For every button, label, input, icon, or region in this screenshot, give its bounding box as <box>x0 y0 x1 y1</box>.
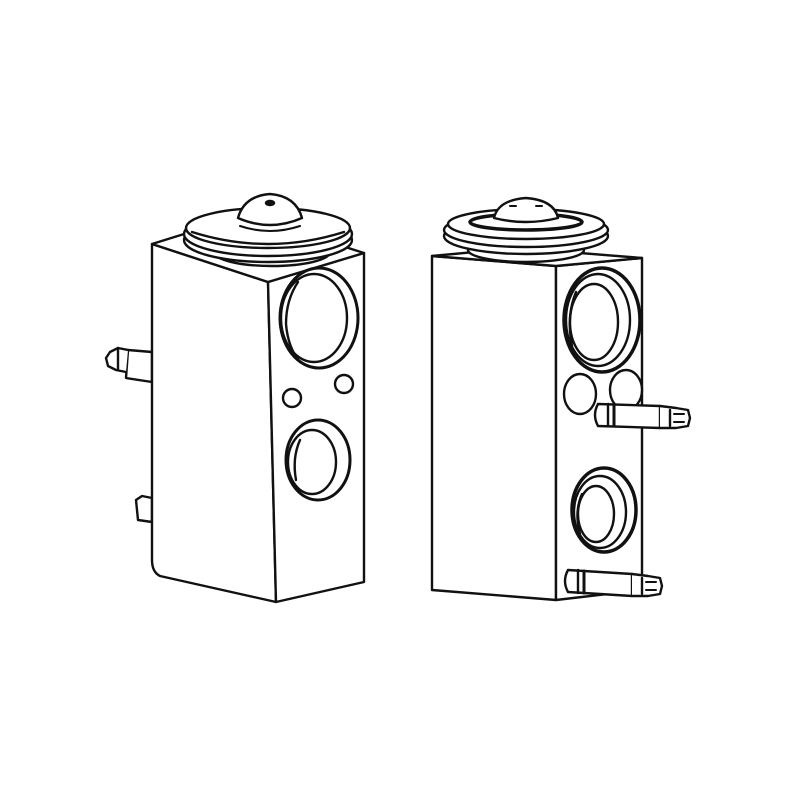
right-valve-front-face <box>430 254 558 602</box>
left-valve <box>104 192 366 604</box>
right-valve-diaphragm-cap <box>442 196 610 264</box>
left-valve-upper-port <box>278 266 360 370</box>
right-valve-lower-pin <box>563 568 664 598</box>
right-valve-upper-pin <box>593 402 692 430</box>
right-valve-upper-port <box>562 266 642 374</box>
left-valve-bolt-hole-2 <box>333 373 355 395</box>
left-valve-bolt-hole-1 <box>281 387 303 409</box>
left-valve-lower-port <box>284 418 352 502</box>
left-valve-front-face <box>150 242 278 604</box>
right-valve <box>430 196 692 602</box>
right-valve-lower-port <box>570 466 638 554</box>
left-valve-diaphragm-cap <box>182 192 354 268</box>
left-valve-lower-pin <box>134 494 154 524</box>
left-valve-upper-pin <box>104 346 154 384</box>
right-valve-bolt-hole-1 <box>562 372 598 416</box>
